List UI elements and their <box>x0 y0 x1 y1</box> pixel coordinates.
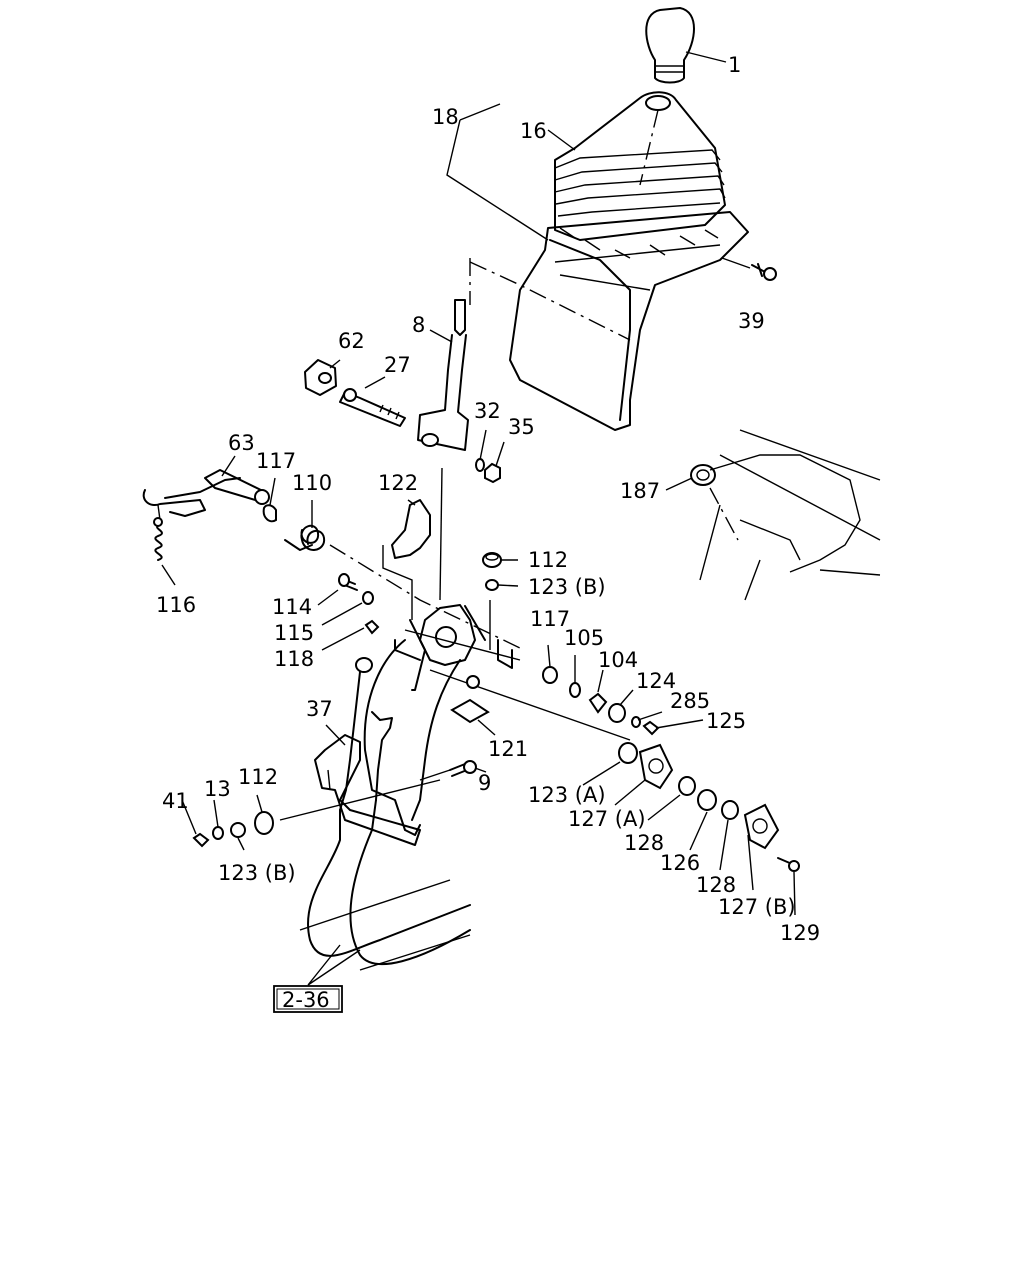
main-bracket <box>314 604 631 846</box>
pin-27 <box>339 388 406 427</box>
label-118: 118 <box>274 647 314 671</box>
washer-115 <box>362 591 374 605</box>
spring-110 <box>284 524 521 649</box>
spring-116 <box>153 517 163 561</box>
label-27: 27 <box>384 353 411 377</box>
label-9: 9 <box>478 771 491 795</box>
label-1: 1 <box>728 53 741 77</box>
label-117-upper: 117 <box>256 449 296 473</box>
reference-box[interactable]: 2-36 <box>273 985 343 1013</box>
label-123b-top: 123 (B) <box>528 575 606 599</box>
label-125: 125 <box>706 709 746 733</box>
label-105: 105 <box>564 626 604 650</box>
shift-knob <box>645 7 695 84</box>
pad-121 <box>450 698 490 724</box>
bolt-114 <box>338 573 358 591</box>
linkage-63 <box>142 469 270 521</box>
label-39: 39 <box>738 309 765 333</box>
label-16: 16 <box>520 119 547 143</box>
left-hardware <box>192 779 441 848</box>
label-41: 41 <box>162 789 189 813</box>
cab-floor <box>699 429 881 601</box>
reference-box-label: 2-36 <box>282 988 330 1012</box>
label-123a: 123 (A) <box>528 783 606 807</box>
leader-lines <box>161 51 796 986</box>
label-114: 114 <box>272 595 312 619</box>
label-123b-left: 123 (B) <box>218 861 296 885</box>
control-cables <box>299 657 471 971</box>
label-112-left: 112 <box>238 765 278 789</box>
label-127a: 127 (A) <box>568 807 646 831</box>
washer-32 <box>475 458 485 472</box>
label-63: 63 <box>228 431 255 455</box>
label-8: 8 <box>412 313 425 337</box>
label-129: 129 <box>780 921 820 945</box>
label-127b: 127 (B) <box>718 895 796 919</box>
label-112-top: 112 <box>528 548 568 572</box>
screw-39 <box>751 263 777 281</box>
collar-123b-top <box>485 579 499 650</box>
bolt-9 <box>419 760 477 781</box>
grommet-187 <box>690 464 739 541</box>
label-104: 104 <box>598 648 638 672</box>
label-187: 187 <box>620 479 660 503</box>
label-37: 37 <box>306 697 333 721</box>
bushing-62 <box>304 359 337 396</box>
label-62: 62 <box>338 329 365 353</box>
label-32: 32 <box>474 399 501 423</box>
label-121: 121 <box>488 737 528 761</box>
label-18: 18 <box>432 105 459 129</box>
label-285: 285 <box>670 689 710 713</box>
console-cover <box>509 211 749 431</box>
label-128-lower: 128 <box>696 873 736 897</box>
shift-boot <box>554 91 726 241</box>
nut-35 <box>484 462 501 484</box>
label-13: 13 <box>204 777 231 801</box>
part-labels: 1 16 18 39 8 62 27 32 35 63 117 110 122 … <box>156 53 820 945</box>
shift-lever <box>417 258 631 451</box>
nut-118 <box>364 619 380 635</box>
flange-assembly <box>618 742 800 872</box>
label-110: 110 <box>292 471 332 495</box>
label-128-upper: 128 <box>624 831 664 855</box>
rod <box>439 467 443 601</box>
bracket-122 <box>382 499 431 620</box>
label-116: 116 <box>156 593 196 617</box>
grommet-112-top <box>482 552 502 568</box>
label-124: 124 <box>636 669 676 693</box>
collar-117-upper <box>262 504 277 523</box>
label-117-right: 117 <box>530 607 570 631</box>
label-115: 115 <box>274 621 314 645</box>
label-35: 35 <box>508 415 535 439</box>
label-122: 122 <box>378 471 418 495</box>
label-126: 126 <box>660 851 700 875</box>
